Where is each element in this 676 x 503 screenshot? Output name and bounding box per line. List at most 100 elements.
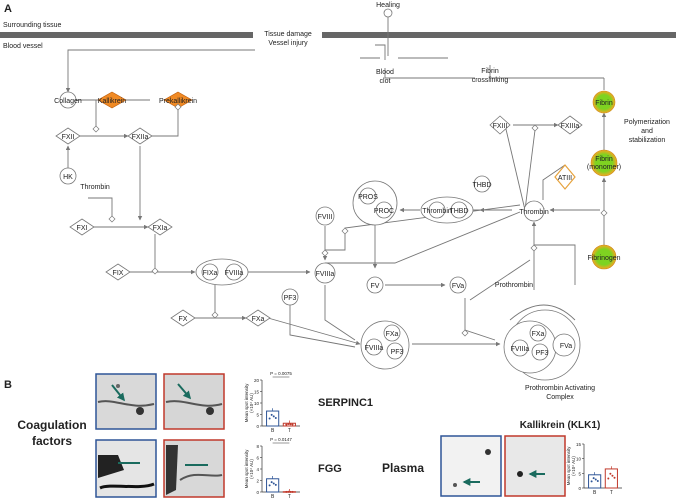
fgg-blot-treated bbox=[163, 439, 225, 498]
polymerization-line3: stabilization bbox=[629, 137, 666, 144]
svg-text:PROC: PROC bbox=[374, 208, 394, 215]
svg-text:Thrombin: Thrombin bbox=[519, 209, 549, 216]
polymerization-line2: and bbox=[641, 128, 653, 135]
serpinc1-category-label: T bbox=[288, 428, 291, 434]
svg-text:FIXa: FIXa bbox=[203, 270, 218, 277]
svg-text:Healing: Healing bbox=[376, 2, 400, 9]
thrombin-main-node: Thrombin bbox=[519, 200, 549, 222]
blood-clot-line1: Blood bbox=[376, 69, 394, 76]
serpinc1-data-point bbox=[272, 415, 275, 418]
klk1-data-point bbox=[594, 478, 597, 481]
surrounding-tissue-label: Surrounding tissue bbox=[3, 22, 61, 29]
klk1-data-point bbox=[611, 474, 614, 477]
hk-node: HK bbox=[59, 167, 77, 185]
panel-a-letter: A bbox=[4, 3, 12, 15]
fgg-label: FGG bbox=[318, 463, 342, 475]
klk1-bar-T bbox=[604, 468, 618, 489]
fgg-category-label: B bbox=[271, 494, 275, 500]
svg-text:THBD: THBD bbox=[449, 208, 468, 215]
fgg-tick-label: 2 bbox=[256, 479, 259, 484]
fgg-data-point bbox=[274, 483, 277, 486]
thbd-node: THBD bbox=[472, 175, 492, 193]
svg-text:Kallikrein: Kallikrein bbox=[98, 98, 127, 105]
collagen-node: Collagen bbox=[54, 91, 82, 109]
serpinc1-bar-B bbox=[266, 410, 280, 427]
svg-text:FVIII: FVIII bbox=[318, 214, 333, 221]
serpinc1-data-point bbox=[270, 413, 273, 416]
klk1-bar-B bbox=[588, 474, 602, 489]
fgg-data-point bbox=[285, 490, 288, 493]
klk1-category-label: B bbox=[593, 490, 597, 496]
serpinc1-data-point bbox=[285, 423, 288, 426]
klk1-blot-baseline bbox=[440, 435, 502, 497]
svg-text:FXa: FXa bbox=[532, 331, 545, 338]
svg-text:FXIII: FXIII bbox=[493, 123, 508, 130]
svg-text:Thrombin: Thrombin bbox=[422, 208, 452, 215]
svg-text:FVIIIa: FVIIIa bbox=[316, 271, 335, 278]
svg-text:Fibrin: Fibrin bbox=[595, 156, 613, 163]
svg-text:THBD: THBD bbox=[472, 182, 491, 189]
serpinc1-tick-label: 15 bbox=[254, 390, 260, 395]
serpinc1-p-value: P = 0.0075 bbox=[270, 371, 292, 376]
serpinc1-tick-label: 20 bbox=[254, 378, 260, 383]
serpinc1-tick-label: 5 bbox=[256, 413, 259, 418]
pathway-edges bbox=[65, 12, 607, 348]
coagulation-factors-line1: Coagulation bbox=[17, 418, 86, 432]
fgg-bar-B bbox=[266, 478, 280, 493]
fviii-node: FVIII bbox=[315, 206, 335, 226]
pros-proc-complex: PROS PROC bbox=[352, 180, 398, 226]
serpinc1-blot-treated bbox=[163, 373, 225, 430]
serpinc1-bar-T bbox=[282, 422, 296, 427]
fibrin-crosslinking-line1: Fibrin bbox=[481, 68, 499, 75]
fxi-node: FXI bbox=[69, 218, 95, 236]
klk1-tick-label: 5 bbox=[578, 471, 581, 476]
serpinc1-data-point bbox=[268, 417, 271, 420]
svg-text:HK: HK bbox=[63, 174, 73, 181]
klk1-label: Kallikrein (KLK1) bbox=[520, 420, 601, 431]
klk1-data-point bbox=[607, 477, 610, 480]
serpinc1-data-point bbox=[287, 422, 290, 425]
fgg-tick-label: 4 bbox=[256, 467, 259, 472]
coagulation-factors-line2: factors bbox=[32, 434, 72, 448]
fgg-blot-baseline bbox=[95, 439, 157, 498]
thrombin-left-label: Thrombin bbox=[80, 184, 110, 191]
klk1-blot-treated bbox=[504, 435, 566, 497]
fgg-data-point bbox=[289, 490, 292, 493]
serpinc1-category-label: B bbox=[271, 428, 275, 434]
pac-label-line2: Complex bbox=[546, 394, 574, 401]
klk1-tick-label: 15 bbox=[576, 442, 582, 447]
klk1-tick-label: 0 bbox=[578, 486, 581, 491]
klk1-category-label: T bbox=[610, 490, 613, 496]
svg-text:Collagen: Collagen bbox=[54, 98, 82, 105]
pac-label-line1: Prothrombin Activating bbox=[525, 385, 595, 392]
svg-text:FXIa: FXIa bbox=[153, 225, 168, 232]
fva-node: FVa bbox=[449, 276, 467, 294]
fibrin-crosslinking-line2: crosslinking bbox=[472, 77, 509, 84]
svg-text:Prekallikrein: Prekallikrein bbox=[159, 98, 197, 105]
fxiiia-node: FXIIIa bbox=[557, 115, 583, 135]
vessel-injury-label: Vessel injury bbox=[268, 40, 308, 47]
fxia-node: FXIa bbox=[147, 218, 173, 236]
klk1-data-point bbox=[596, 479, 599, 482]
fgg-tick-label: 8 bbox=[256, 444, 259, 449]
fxii-node: FXII bbox=[55, 127, 81, 145]
fix-node: FIX bbox=[105, 263, 131, 281]
svg-text:FXIIIa: FXIIIa bbox=[561, 123, 580, 130]
fv-node: FV bbox=[366, 276, 384, 294]
svg-text:FIX: FIX bbox=[113, 270, 124, 277]
serpinc1-data-point bbox=[289, 423, 292, 426]
svg-text:Fibrinogen: Fibrinogen bbox=[587, 255, 620, 262]
klk1-data-point bbox=[609, 472, 612, 475]
klk1-data-point bbox=[592, 477, 595, 480]
fgg-tick-label: 0 bbox=[256, 490, 259, 495]
svg-text:FVIIIa: FVIIIa bbox=[365, 345, 384, 352]
svg-text:PF3: PF3 bbox=[391, 349, 404, 356]
klk1-y-axis-label: Mean spot intensity bbox=[566, 446, 571, 486]
svg-text:(monomer): (monomer) bbox=[587, 164, 621, 171]
junction-markers bbox=[92, 103, 608, 337]
blood-clot-line2: clot bbox=[380, 78, 391, 85]
